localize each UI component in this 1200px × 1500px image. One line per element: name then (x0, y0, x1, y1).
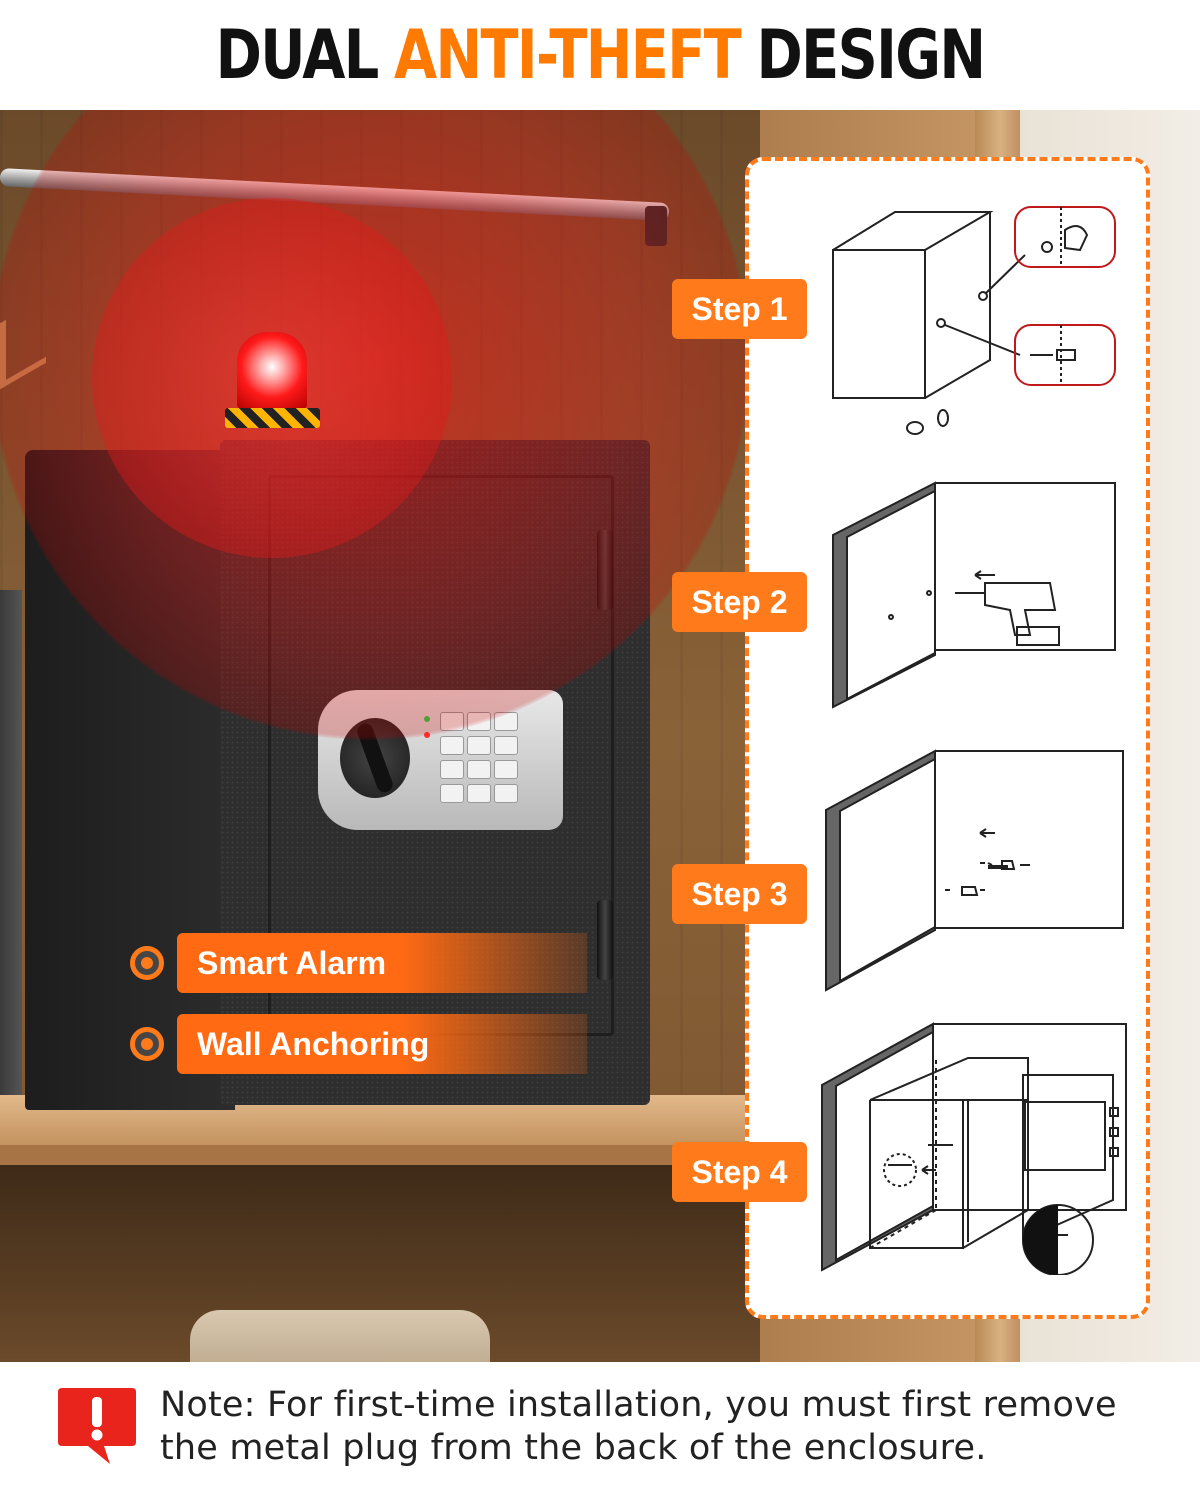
shelf-edge (0, 1145, 760, 1165)
hinge-bottom (597, 900, 613, 980)
folded-towel (190, 1310, 490, 1362)
steps-panel (745, 157, 1150, 1319)
headline-accent: ANTI-THEFT (394, 15, 742, 95)
feature-label: Smart Alarm (177, 933, 587, 993)
step-2-diagram (825, 475, 1125, 715)
target-icon (130, 1027, 164, 1061)
exclamation-speech-bubble-icon (58, 1388, 136, 1464)
installation-note: Note: For first-time installation, you m… (0, 1362, 1200, 1500)
headline-part-1: DUAL (215, 15, 380, 95)
target-icon (130, 946, 164, 980)
headline: DUAL ANTI-THEFT DESIGN (108, 0, 1092, 110)
step-4-diagram (818, 1020, 1130, 1275)
step-1-diagram (825, 200, 1125, 445)
hanging-coat (0, 590, 22, 1150)
alarm-beacon-base (225, 408, 320, 428)
step-3-diagram (820, 745, 1130, 995)
feature-wall-anchoring: Wall Anchoring (130, 1014, 587, 1074)
note-text: Note: For first-time installation, you m… (160, 1385, 1117, 1468)
step-4-label: Step 4 (672, 1142, 807, 1202)
step-2-label: Step 2 (672, 572, 807, 632)
step-1-label: Step 1 (672, 279, 807, 339)
feature-label: Wall Anchoring (177, 1014, 587, 1074)
alarm-beacon-icon (237, 332, 307, 410)
headline-part-2: DESIGN (756, 15, 986, 95)
step-3-label: Step 3 (672, 864, 807, 924)
feature-smart-alarm: Smart Alarm (130, 933, 587, 993)
